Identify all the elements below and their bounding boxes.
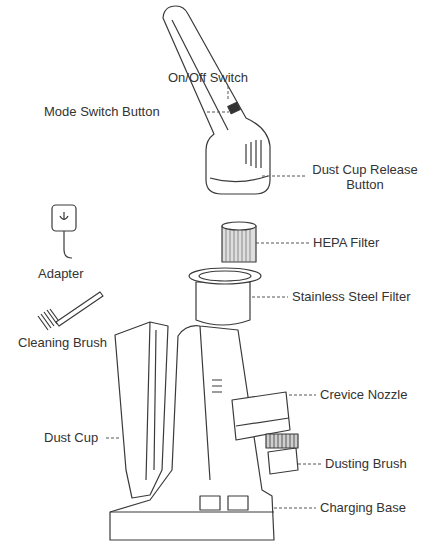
- crevice-nozzle: [232, 392, 290, 440]
- vacuum-body: [163, 6, 270, 194]
- button-label: Mode Switch Button: [44, 104, 160, 119]
- stainless-filter: [189, 268, 261, 325]
- filter-label: Stainless Steel Filter: [292, 289, 411, 304]
- accessory-label: Cleaning Brush: [18, 335, 107, 350]
- accessory-label: Dusting Brush: [325, 456, 407, 471]
- button-label: Dust Cup Release Button: [310, 162, 420, 192]
- mode-button: [228, 102, 240, 113]
- vents: [246, 140, 261, 168]
- dust-cup: [115, 322, 168, 498]
- filter-label: HEPA Filter: [313, 235, 379, 250]
- dusting-brush: [266, 434, 298, 474]
- accessory-label: Adapter: [38, 266, 84, 281]
- leader-lines: [106, 86, 321, 508]
- cleaning-brush: [38, 292, 103, 330]
- accessory-label: Crevice Nozzle: [320, 387, 407, 402]
- switch-label: On/Off Switch: [168, 70, 248, 85]
- hepa-filter: [222, 222, 256, 262]
- adapter: [52, 205, 76, 258]
- part-label: Dust Cup: [44, 430, 98, 445]
- part-label: Charging Base: [320, 500, 406, 515]
- motor-rim: [210, 176, 268, 182]
